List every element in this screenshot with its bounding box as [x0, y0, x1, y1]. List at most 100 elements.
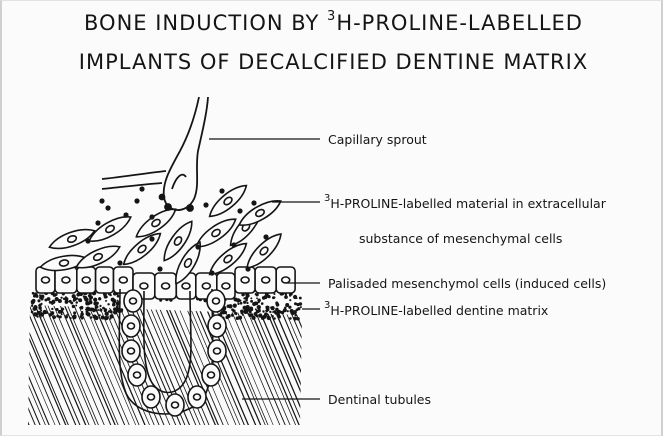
matrix-dot — [32, 292, 35, 295]
matrix-dot — [238, 316, 242, 320]
matrix-dot — [281, 311, 285, 315]
matrix-dot — [96, 302, 99, 305]
tubule-line — [2, 301, 16, 431]
matrix-dot — [31, 311, 34, 314]
matrix-dot — [76, 297, 78, 299]
extracellular-dot — [245, 266, 250, 271]
matrix-dot — [52, 315, 56, 319]
matrix-dot — [81, 317, 84, 320]
invagination-nucleus — [148, 394, 155, 400]
matrix-dot — [289, 294, 291, 296]
matrix-dot — [109, 314, 113, 318]
invagination-nucleus — [214, 348, 221, 354]
extracellular-dot — [149, 236, 154, 241]
label-capillary-sprout: Capillary sprout — [328, 132, 427, 147]
matrix-dot — [75, 301, 78, 304]
matrix-dot — [72, 305, 75, 308]
matrix-dot — [49, 301, 52, 304]
matrix-dot — [78, 298, 82, 302]
matrix-dot — [267, 316, 271, 320]
invagination-nucleus — [134, 372, 141, 378]
label-palisaded-cells: Palisaded mesenchymol cells (induced cel… — [328, 276, 606, 291]
matrix-dot — [105, 312, 109, 316]
matrix-dot — [243, 301, 246, 304]
extracellular-dot — [139, 186, 144, 191]
extracellular-dot — [157, 266, 162, 271]
spindle-cell — [236, 195, 284, 231]
matrix-dot — [99, 309, 102, 312]
matrix-dot — [44, 299, 47, 302]
matrix-dot — [258, 314, 262, 318]
dentinal-tubules-hatching — [2, 301, 383, 431]
matrix-dot — [86, 302, 90, 306]
matrix-dot — [89, 299, 92, 302]
matrix-dot — [294, 302, 297, 305]
matrix-dot — [257, 309, 261, 313]
matrix-dot — [75, 305, 77, 307]
matrix-dot — [290, 309, 294, 313]
cell-nucleus — [182, 283, 190, 289]
tubule-line — [2, 301, 52, 431]
spindle-cell — [205, 180, 250, 221]
tubule-line — [2, 301, 21, 431]
matrix-dot — [250, 297, 252, 299]
tubule-line — [256, 301, 311, 431]
matrix-dot — [40, 317, 42, 319]
matrix-dot — [270, 306, 272, 308]
matrix-dot — [240, 309, 244, 313]
tubule-line — [306, 301, 361, 431]
matrix-dot — [261, 302, 264, 305]
matrix-dot — [107, 303, 109, 305]
matrix-dot — [65, 315, 68, 318]
extracellular-dot — [95, 220, 100, 225]
cell-nucleus — [202, 283, 210, 289]
matrix-dot — [35, 293, 38, 296]
matrix-dot — [41, 297, 44, 300]
matrix-dot — [265, 310, 267, 312]
tubule-line — [37, 301, 92, 431]
invagination-nucleus — [214, 323, 221, 329]
matrix-dot — [98, 297, 101, 300]
tubule-line — [311, 301, 366, 431]
matrix-dot — [80, 306, 84, 310]
matrix-dot — [246, 302, 248, 304]
matrix-dot — [58, 299, 62, 303]
matrix-dot — [285, 303, 289, 307]
matrix-dot — [31, 302, 34, 305]
matrix-dot — [37, 299, 40, 302]
matrix-dot — [38, 306, 42, 310]
tubule-line — [238, 301, 293, 431]
matrix-dot — [246, 312, 248, 314]
tubule-line — [286, 301, 341, 431]
tubule-line — [2, 301, 28, 431]
matrix-dot — [242, 314, 244, 316]
tubule-line — [328, 301, 383, 431]
matrix-dot — [94, 298, 97, 301]
matrix-dot — [94, 316, 98, 320]
matrix-dot — [91, 308, 94, 311]
matrix-dot — [112, 304, 114, 306]
label-dentinal-tubules: Dentinal tubules — [328, 392, 431, 407]
label-dentine-matrix: 3H-PROLINE-labelled dentine matrix — [324, 302, 548, 318]
matrix-dot — [240, 302, 243, 305]
matrix-dot — [271, 311, 273, 313]
matrix-dot — [52, 300, 55, 303]
matrix-dot — [59, 315, 62, 318]
label-labelled-material-line2: substance of mesenchymal cells — [359, 231, 562, 246]
matrix-dot — [70, 317, 72, 319]
matrix-dot — [61, 308, 64, 311]
invagination-nucleus — [172, 402, 179, 408]
tubule-line — [2, 301, 31, 431]
cell-nucleus — [140, 283, 148, 289]
cell-nucleus — [62, 277, 70, 283]
matrix-dot — [237, 303, 239, 305]
label-labelled-material: 3H-PROLINE-labelled material in extracel… — [324, 195, 606, 211]
matrix-dot — [83, 296, 87, 300]
matrix-dot — [268, 295, 271, 298]
matrix-dot — [99, 314, 101, 316]
matrix-dot — [289, 299, 291, 301]
matrix-dot — [297, 307, 300, 310]
matrix-dot — [275, 312, 277, 314]
matrix-dot — [231, 308, 234, 311]
matrix-dot — [55, 308, 58, 311]
